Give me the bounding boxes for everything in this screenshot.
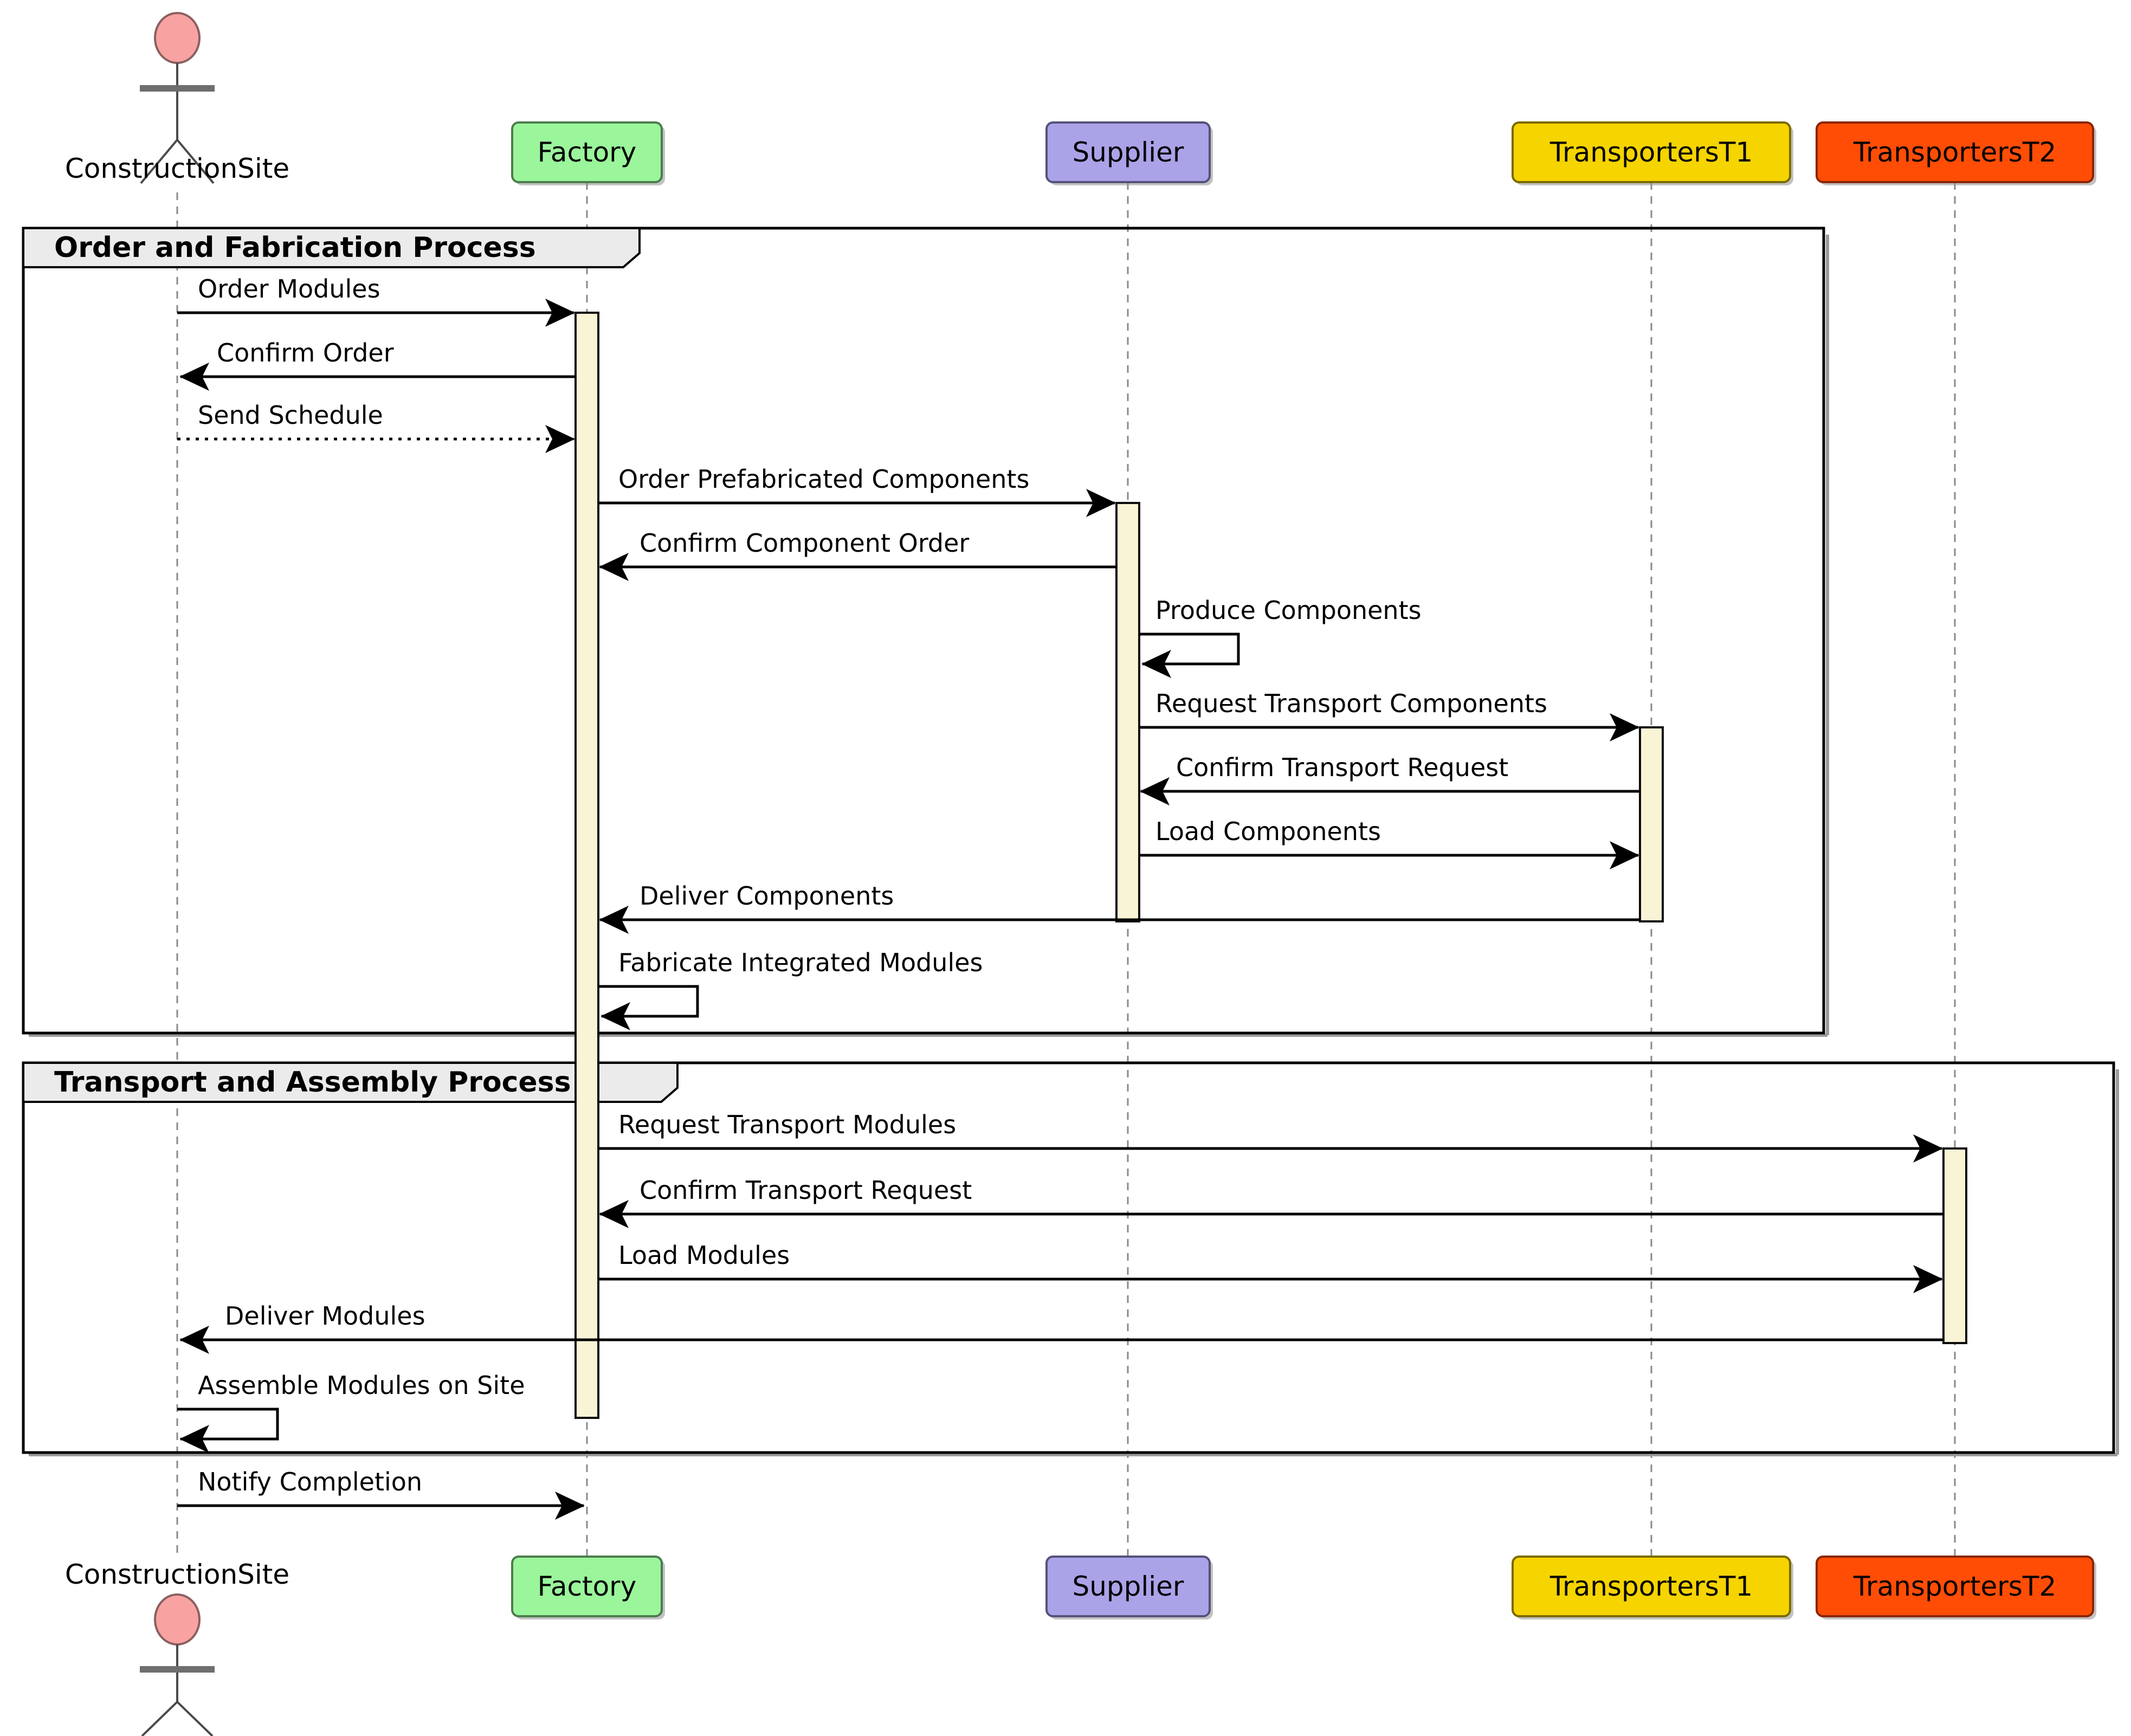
- frame-2-shadow: [29, 1069, 2119, 1456]
- message-label-order-prefabricated-components: Order Prefabricated Components: [618, 464, 1030, 494]
- factory-activation-bar: [574, 312, 599, 1419]
- transportersT1-activation-bar: [1639, 726, 1664, 922]
- frame-1-shadow: [29, 235, 1829, 1037]
- message-label-request-transport-components: Request Transport Components: [1155, 689, 1547, 718]
- frame-2-title: Transport and Assembly Process: [54, 1066, 571, 1099]
- frame-2-border: [22, 1061, 2115, 1454]
- frame-1-border: [22, 227, 1825, 1035]
- frame-2-title-tab: [22, 1062, 679, 1103]
- supplier-label-bottom: Supplier: [1072, 1571, 1184, 1602]
- message-label-order-modules: Order Modules: [198, 274, 380, 304]
- transportersT1-box-top: [1512, 121, 1791, 183]
- factory-box-top: [511, 121, 663, 183]
- message-label-load-modules: Load Modules: [618, 1241, 790, 1270]
- message-label-notify-completion: Notify Completion: [198, 1467, 423, 1496]
- constructionsite-actor-top: [140, 12, 215, 184]
- message-label-confirm-transport-request-1: Confirm Transport Request: [1176, 753, 1509, 782]
- message-label-deliver-modules: Deliver Modules: [225, 1301, 425, 1331]
- message-label-deliver-components: Deliver Components: [640, 881, 894, 911]
- message-label-produce-components: Produce Components: [1155, 596, 1422, 625]
- actor-head: [154, 12, 201, 64]
- factory-box-bottom: [511, 1556, 663, 1617]
- supplier-label-top: Supplier: [1072, 137, 1184, 168]
- message-label-confirm-component-order: Confirm Component Order: [640, 528, 970, 558]
- arrow-produce-components-self: [1139, 633, 1240, 678]
- frame-1-title: Order and Fabrication Process: [54, 231, 536, 264]
- frame-1-title-tab: [22, 227, 641, 268]
- supplier-box-top: [1045, 121, 1211, 183]
- transportersT1-label-bottom: TransportersT1: [1549, 1571, 1753, 1602]
- arrow-assemble-modules-self: [177, 1408, 279, 1453]
- factory-label-top: Factory: [537, 137, 637, 168]
- message-label-confirm-transport-request-2: Confirm Transport Request: [640, 1176, 972, 1205]
- transportersT2-activation-bar: [1942, 1147, 1967, 1344]
- supplier-activation-bar: [1115, 502, 1140, 922]
- transportersT2-box-top: [1816, 121, 2094, 183]
- transportersT2-label-top: TransportersT2: [1853, 137, 2057, 168]
- message-label-request-transport-modules: Request Transport Modules: [618, 1110, 957, 1139]
- message-label-assemble-modules-on-site: Assemble Modules on Site: [198, 1371, 525, 1400]
- message-label-load-components: Load Components: [1155, 817, 1381, 846]
- constructionsite-label-bottom: ConstructionSite: [64, 1559, 290, 1590]
- constructionsite-actor-bottom: [140, 1593, 215, 1736]
- arrow-fabricate-integrated-modules-self: [598, 985, 699, 1030]
- transportersT2-label-bottom: TransportersT2: [1853, 1571, 2057, 1602]
- transportersT2-box-bottom: [1816, 1556, 2094, 1617]
- message-label-fabricate-integrated-modules: Fabricate Integrated Modules: [618, 948, 983, 977]
- factory-label-bottom: Factory: [537, 1571, 637, 1602]
- actor-head: [154, 1593, 201, 1645]
- constructionsite-label-top: ConstructionSite: [64, 153, 290, 184]
- transportersT1-label-top: TransportersT1: [1549, 137, 1753, 168]
- message-label-send-schedule: Send Schedule: [198, 401, 383, 430]
- transportersT1-box-bottom: [1512, 1556, 1791, 1617]
- supplier-box-bottom: [1045, 1556, 1211, 1617]
- message-label-confirm-order: Confirm Order: [217, 338, 394, 367]
